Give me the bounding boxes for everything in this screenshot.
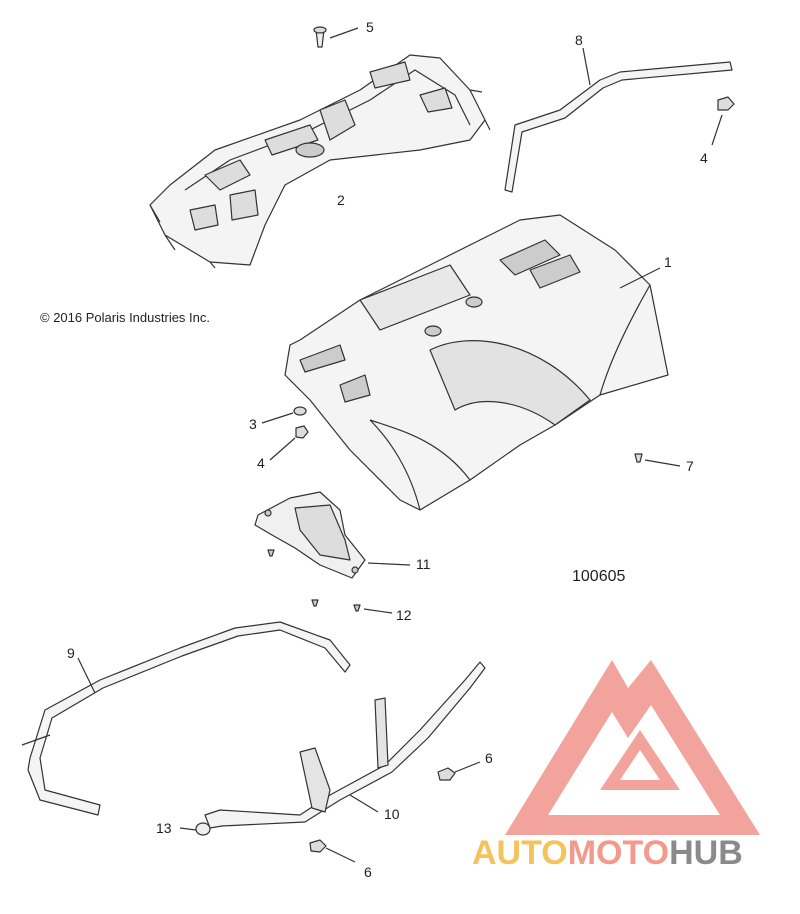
callout-12: 12 xyxy=(396,607,412,623)
callout-10: 10 xyxy=(384,806,400,822)
callout-6-lower: 6 xyxy=(364,864,372,880)
part-11-heat-shield xyxy=(254,491,411,579)
callout-5: 5 xyxy=(366,19,374,35)
callout-2: 2 xyxy=(337,192,345,208)
watermark-moto: MOTO xyxy=(567,834,670,872)
part-4-nut-mid xyxy=(269,425,309,461)
callout-13: 13 xyxy=(156,820,172,836)
callout-7: 7 xyxy=(686,458,694,474)
watermark-text: AUTOMOTOHUB xyxy=(472,834,743,873)
part-7-rivet xyxy=(634,453,681,467)
callout-4-mid: 4 xyxy=(257,455,265,471)
callout-11: 11 xyxy=(416,556,431,572)
part-6-bolt-upper xyxy=(437,761,481,781)
callout-6-upper: 6 xyxy=(485,750,493,766)
callout-8: 8 xyxy=(575,32,583,48)
callout-3: 3 xyxy=(249,416,257,432)
watermark-logo xyxy=(505,660,760,835)
part-5-screw xyxy=(313,26,359,48)
part-6-bolt-lower xyxy=(309,839,356,863)
part-3-washer xyxy=(261,406,307,424)
part-1-rear-fender xyxy=(284,214,669,511)
callout-1: 1 xyxy=(664,254,672,270)
part-2-rear-rack xyxy=(149,54,491,269)
part-9-trim-rail xyxy=(21,621,351,816)
part-8-grab-bar xyxy=(504,47,733,193)
watermark-hub: HUB xyxy=(669,834,743,872)
copyright-notice: © 2016 Polaris Industries Inc. xyxy=(40,310,210,325)
part-12-screws xyxy=(267,549,393,614)
part-4-nut-top xyxy=(711,96,735,146)
callout-9: 9 xyxy=(67,645,75,661)
callout-4-top: 4 xyxy=(700,150,708,166)
watermark-auto: AUTO xyxy=(472,834,568,872)
part-13-end-cap xyxy=(179,822,211,836)
drawing-number: 100605 xyxy=(572,568,626,585)
part-10-frame-brace xyxy=(204,661,486,829)
